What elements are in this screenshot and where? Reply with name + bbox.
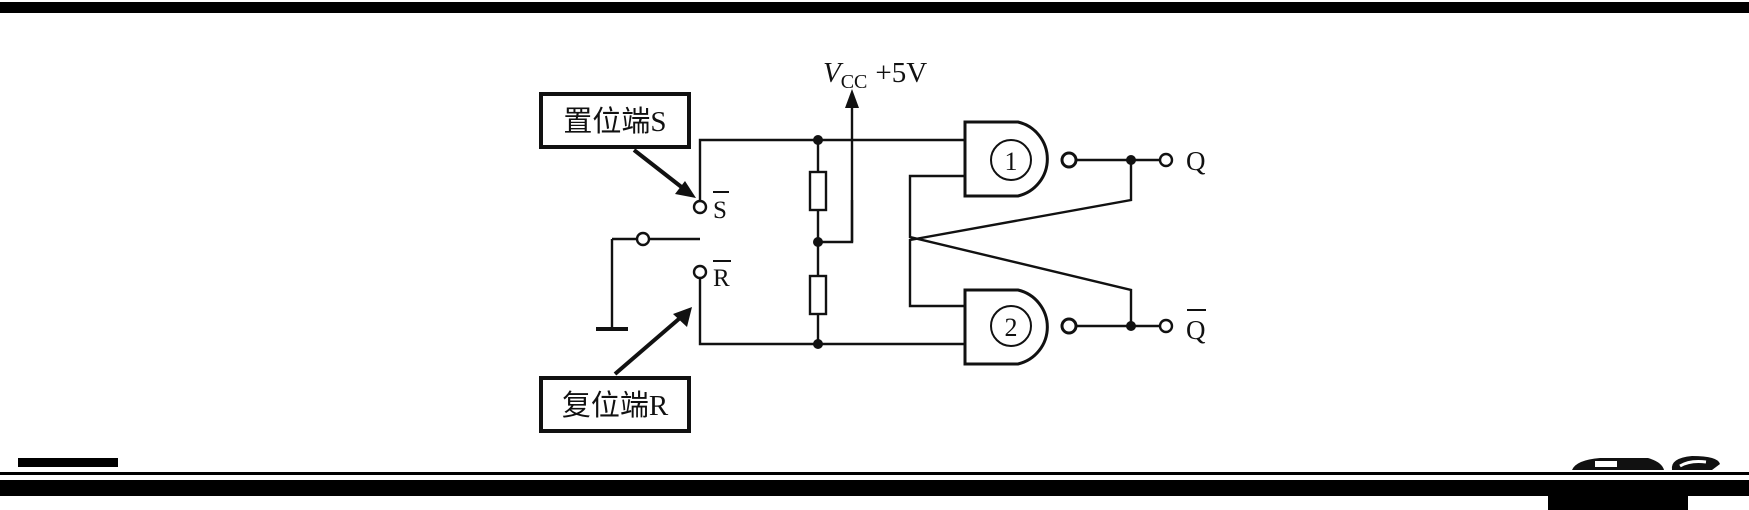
set-input-wire [698, 138, 965, 201]
feedback-qbar-to-gate1 [908, 174, 1133, 326]
vcc-label: VCC+5V [823, 57, 927, 93]
set-pointer-arrow [632, 148, 686, 191]
reset-callout-box [539, 376, 691, 433]
svg-text:2: 2 [1005, 313, 1018, 342]
bottom-thick-bar [0, 480, 1749, 496]
node-dot-mid [813, 237, 823, 247]
reset-callout-text: 复位端R [562, 389, 669, 422]
feedback-q-to-gate2 [908, 160, 1133, 308]
reset-pointer-arrow [613, 316, 682, 376]
resistor-bottom [808, 274, 828, 316]
vcc-arrow-head [845, 89, 859, 108]
q-terminal [1158, 152, 1174, 168]
node-dot-bottom [813, 339, 823, 349]
reset-pointer-head [673, 307, 692, 327]
divider-to-vcc-wire [818, 200, 854, 244]
resistor-top [808, 170, 828, 212]
top-border-bar [0, 2, 1749, 13]
set-pointer-head [675, 181, 696, 198]
reset-bar-label: R [713, 265, 730, 292]
set-bar-label: S [713, 197, 727, 224]
bottom-right-block [1548, 496, 1688, 510]
set-callout-text: 置位端S [563, 105, 666, 138]
bottom-right-ornament [1572, 456, 1720, 470]
reset-bar-terminal [692, 264, 708, 280]
reset-input-wire [698, 278, 965, 346]
q-bar-terminal [1158, 318, 1174, 334]
bottom-left-dash [18, 458, 118, 467]
q-label: Q [1186, 146, 1206, 176]
svg-text:1: 1 [1005, 147, 1018, 176]
set-bar-terminal [692, 199, 708, 215]
bottom-thin-rule [0, 472, 1749, 475]
set-callout-box [539, 92, 691, 149]
nand-gate-2: 2 [963, 288, 1078, 366]
switch [610, 231, 700, 328]
nand-gate-1: 1 [963, 120, 1078, 198]
q-bar-label: Q [1186, 315, 1206, 345]
node-dot-top [813, 135, 823, 145]
